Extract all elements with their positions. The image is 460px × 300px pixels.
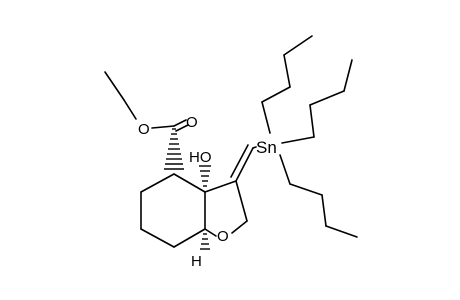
butyl-chain-bottom xyxy=(279,154,358,238)
bond-c3a-c3 xyxy=(204,180,237,193)
bond-c7-c7a xyxy=(173,228,206,248)
carbonyl-oxygen-label: O xyxy=(186,114,198,131)
bond-carbonyl-double-1 xyxy=(173,119,187,127)
hashed-wedge-c4 xyxy=(164,128,184,170)
bond-c4-c5 xyxy=(140,173,175,193)
bond-c6-c7 xyxy=(140,228,175,248)
bond-c3a-c4 xyxy=(173,173,206,193)
bond-o-carbonyl xyxy=(151,125,175,129)
ester-oxygen-label: O xyxy=(138,121,150,138)
hashed-wedge-c7a-h xyxy=(200,233,210,250)
bond-ethyl-ch2-o xyxy=(123,99,137,120)
ring-oxygen-label: O xyxy=(217,228,229,245)
bond-o1-c7a xyxy=(204,228,217,237)
furan-ring xyxy=(204,180,248,237)
tin-atom-label: Sn xyxy=(256,138,277,157)
ethyl-ester-group xyxy=(104,71,189,132)
hydroxyl-label: HO xyxy=(189,149,212,166)
butyl-chain-middle xyxy=(281,59,353,144)
butyl-chain-top xyxy=(261,35,313,134)
hashed-wedge-c3a-oh xyxy=(199,165,211,187)
bond-c3-c2 xyxy=(235,180,248,222)
bond-c2-o1 xyxy=(231,220,248,234)
bond-vinyl-sn xyxy=(252,146,257,149)
cyclohexane-ring xyxy=(140,173,206,248)
bond-exo-double-2 xyxy=(230,144,249,178)
bond-exo-double-1 xyxy=(235,147,254,182)
ring-hydrogen-label: H xyxy=(191,253,202,270)
vinyl-stannane xyxy=(230,144,257,182)
bond-ethyl-ch3 xyxy=(104,71,125,101)
bond-carbonyl-double-2 xyxy=(175,124,189,132)
